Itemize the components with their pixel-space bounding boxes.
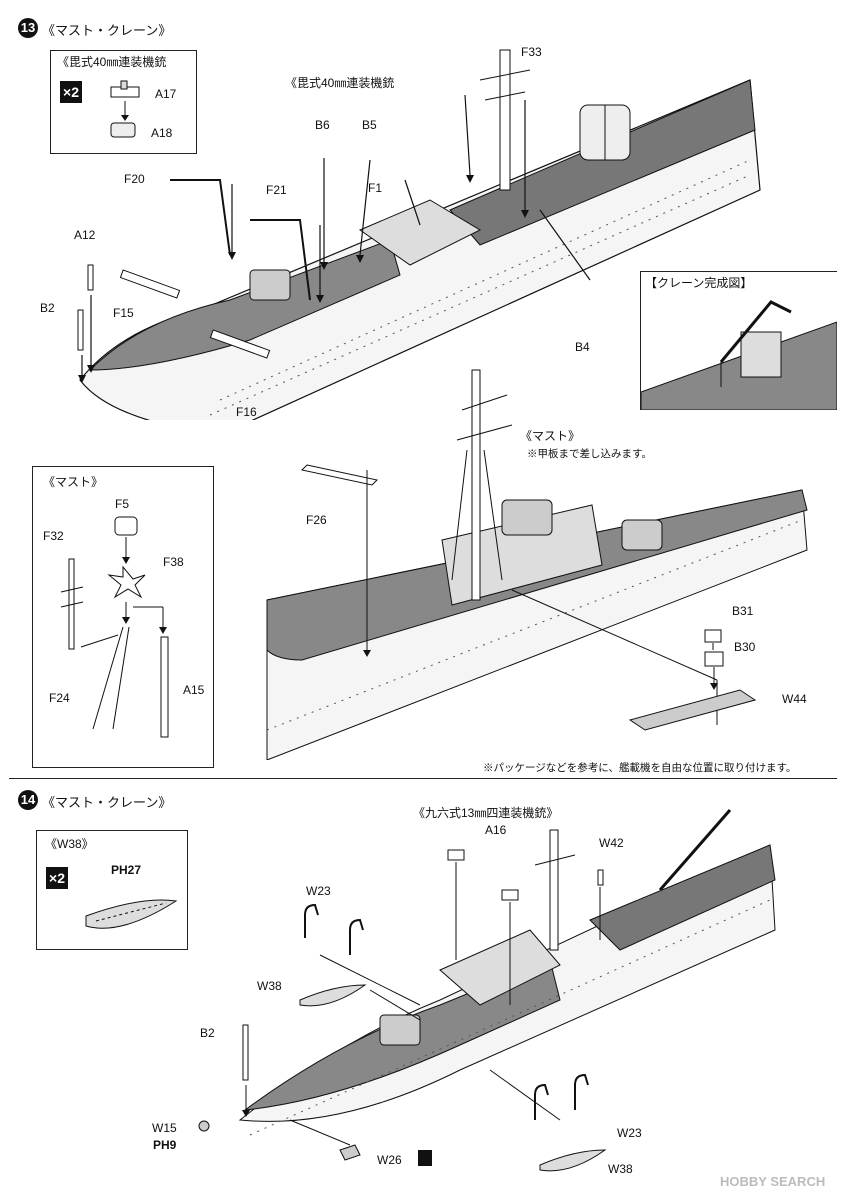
label-w23-top: W23 [306, 884, 331, 898]
label-f20: F20 [124, 172, 145, 186]
label-f32: F32 [43, 529, 64, 543]
step-14-ship-drawing [198, 809, 776, 1172]
label-b6: B6 [315, 118, 330, 132]
step-13-midship-drawing [266, 369, 808, 760]
mast-parts-drawing [60, 516, 169, 738]
label-f15: F15 [113, 306, 134, 320]
boat-paint-ref: PH27 [111, 863, 142, 877]
boat-drawing [85, 899, 178, 929]
label-w26: W26 [377, 1153, 402, 1167]
label-w38-top: W38 [257, 979, 282, 993]
boat-qty-badge: ×2 [46, 867, 68, 889]
gun-parts-drawing [110, 80, 140, 138]
crane-complete-title: 【クレーン完成図】 [645, 276, 753, 290]
label-b30: B30 [734, 640, 756, 654]
label-b2-14: B2 [200, 1026, 215, 1040]
gun-subassembly-box: 《毘式40㎜連装機銃 ×2 A17 A18 [50, 50, 197, 154]
label-a12: A12 [74, 228, 96, 242]
part-label-a17: A17 [155, 87, 177, 101]
mast-subassembly-box: 《マスト》 F5 F32 F38 F24 A15 [32, 466, 214, 768]
label-f24: F24 [49, 691, 70, 705]
label-a15: A15 [183, 683, 205, 697]
step-13-number: 13 [18, 18, 38, 38]
label-w38-bottom: W38 [608, 1162, 633, 1176]
crane-complete-inset: 【クレーン完成図】 [640, 271, 837, 410]
lower-hull-marker-icon [418, 1150, 432, 1166]
label-f26: F26 [306, 513, 327, 527]
label-w44: W44 [782, 692, 807, 706]
section-divider [9, 778, 837, 779]
gun-box-title: 《毘式40㎜連装機銃 [57, 55, 167, 69]
label-f5: F5 [115, 497, 130, 511]
part-label-a18: A18 [151, 126, 173, 140]
label-ph9: PH9 [153, 1138, 177, 1152]
label-f38: F38 [163, 555, 184, 569]
label-f1: F1 [368, 181, 383, 195]
qty-badge: ×2 [60, 81, 82, 103]
step-13-title: 《マスト・クレーン》 [42, 23, 172, 38]
step-14-gun-callout: 《九六式13㎜四連装機銃》 [413, 806, 559, 820]
label-f21: F21 [266, 183, 287, 197]
label-w15: W15 [152, 1121, 177, 1135]
label-b2: B2 [40, 301, 55, 315]
label-f33: F33 [521, 45, 542, 59]
label-f16: F16 [236, 405, 257, 419]
label-b5: B5 [362, 118, 377, 132]
label-b4: B4 [575, 340, 590, 354]
crane-complete-drawing [641, 300, 837, 410]
gun-callout: 《毘式40㎜連装機銃 [285, 76, 395, 90]
label-b31: B31 [732, 604, 754, 618]
mast-box-title: 《マスト》 [43, 475, 104, 489]
label-w42: W42 [599, 836, 624, 850]
boat-box-title: 《W38》 [45, 837, 94, 851]
label-w23-bottom: W23 [617, 1126, 642, 1140]
label-a16: A16 [485, 823, 507, 837]
aircraft-parts-drawing [628, 629, 757, 731]
step-14-number: 14 [18, 790, 38, 810]
hobby-search-watermark: HOBBY SEARCH [720, 1174, 826, 1189]
step-14-title: 《マスト・クレーン》 [42, 795, 172, 810]
aircraft-note: ※パッケージなどを参考に、艦載機を自由な位置に取り付けます。 [483, 762, 797, 774]
step-13-ship-drawing [77, 49, 761, 420]
boat-subassembly-box: 《W38》 ×2 PH27 [36, 830, 188, 950]
mast-note: ※甲板まで差し込みます。 [527, 448, 652, 460]
mast-callout: 《マスト》 [520, 429, 581, 443]
